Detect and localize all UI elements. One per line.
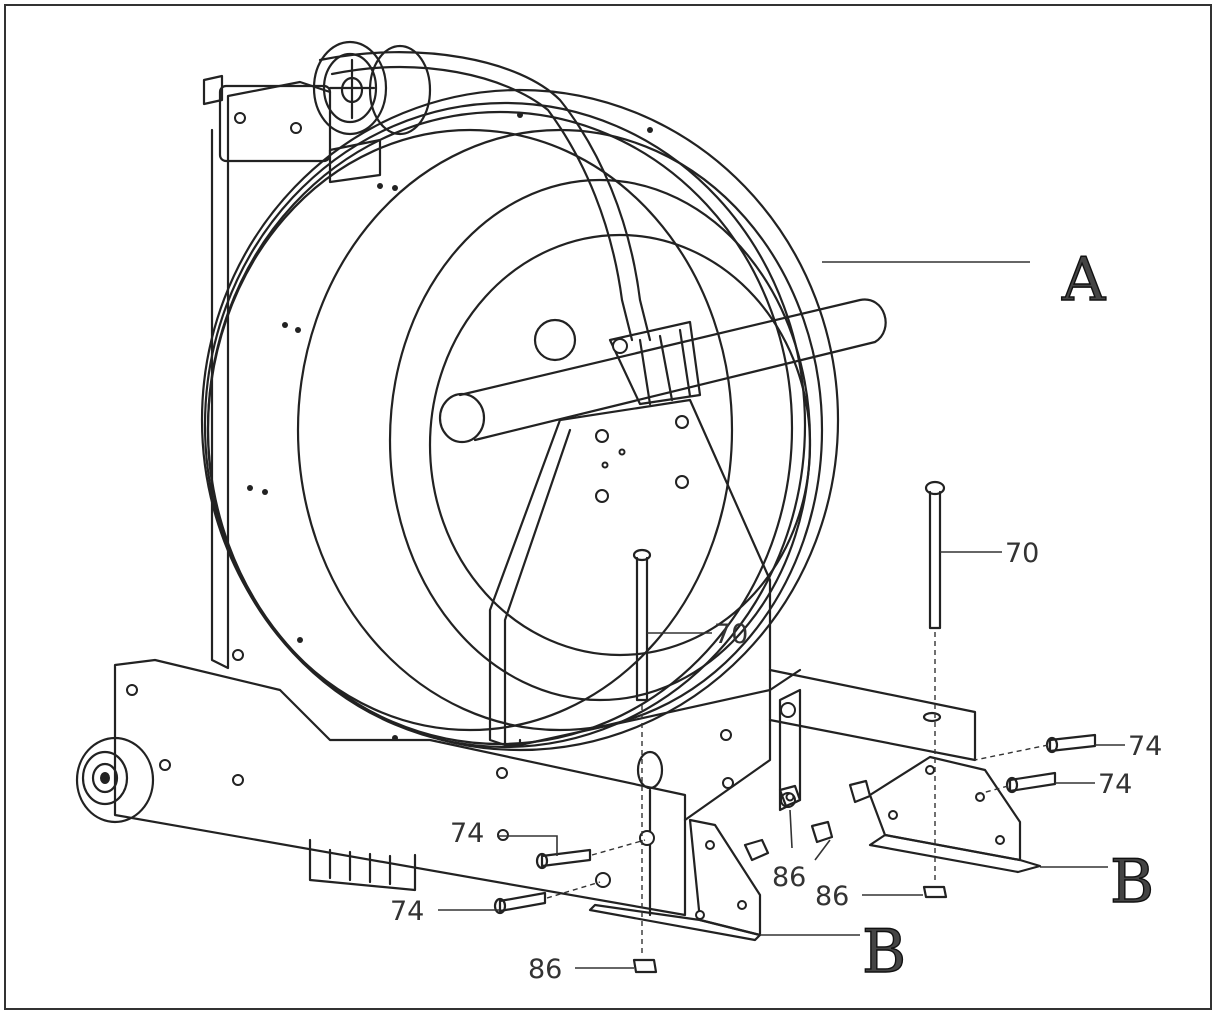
label-a: A: [1061, 245, 1106, 315]
flywheel: [200, 88, 840, 752]
main-beam: [113, 658, 772, 917]
label-74-left-upper: 74: [450, 818, 484, 849]
label-74-right-lower: 74: [1098, 769, 1132, 800]
screw-74-right-lower: [974, 771, 1057, 796]
nut-86-right: [922, 885, 948, 899]
label-86-center: 86: [772, 862, 806, 893]
label-74-left-lower: 74: [390, 896, 424, 927]
bracket-b-right: [810, 755, 1042, 874]
label-b-left: B: [862, 917, 906, 987]
right-base-rail: [768, 668, 977, 812]
leader-lines: [438, 261, 1125, 969]
bracket-b-left: [588, 818, 770, 942]
bolt-70-right: [924, 480, 946, 880]
screw-74-left-lower: [493, 881, 601, 915]
bolt-70-center: [632, 548, 652, 955]
label-b-right: B: [1110, 847, 1154, 917]
front-roller: [75, 736, 155, 824]
label-86-bottom: 86: [528, 954, 562, 985]
handle-bar: [438, 298, 887, 444]
label-74-right-upper: 74: [1128, 731, 1162, 762]
upright-plate: [488, 398, 772, 747]
screw-74-right-upper: [974, 733, 1097, 761]
label-70-center: 70: [714, 619, 748, 650]
label-70-right: 70: [1005, 538, 1039, 569]
drawing-frame: [4, 4, 1212, 1010]
screw-74-left-upper: [535, 839, 646, 870]
nut-86-center: [778, 784, 802, 808]
rear-housing: [202, 74, 332, 670]
label-86-right: 86: [815, 881, 849, 912]
nut-86-bottom: [632, 958, 658, 974]
